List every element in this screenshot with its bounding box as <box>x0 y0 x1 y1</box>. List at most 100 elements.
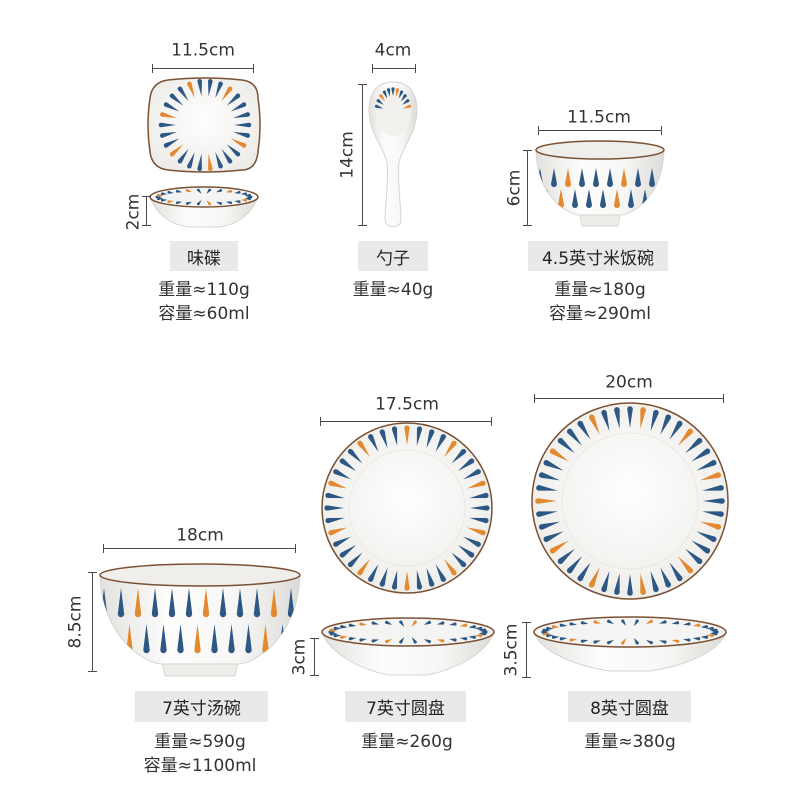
pattern-drop <box>474 634 483 638</box>
pattern-drop <box>444 440 457 458</box>
pattern-drop <box>682 622 691 626</box>
pattern-drop <box>546 633 554 638</box>
pattern-drop <box>329 628 338 632</box>
pattern-drop <box>240 198 247 202</box>
pattern-drop <box>706 626 714 631</box>
pattern-drop <box>577 420 591 440</box>
plate-8in-side-pattern <box>541 619 719 645</box>
pattern-drop <box>659 640 667 644</box>
pattern-drop <box>187 81 195 98</box>
pattern-drop <box>572 189 578 208</box>
pattern-drop <box>160 624 167 654</box>
pattern-drop <box>158 122 176 128</box>
plate-8in-name: 8英寸圆盘 <box>568 691 691 722</box>
pattern-drop <box>543 531 564 543</box>
pattern-drop <box>225 189 233 193</box>
pattern-drop <box>134 588 142 618</box>
pattern-drop <box>451 448 467 464</box>
pattern-drop <box>197 79 202 97</box>
sauce-dish-rim <box>149 186 259 208</box>
pattern-drop <box>234 200 241 204</box>
pattern-drop <box>117 588 125 618</box>
pattern-drop <box>614 573 620 595</box>
pattern-drop <box>340 635 348 639</box>
pattern-drop <box>416 426 423 446</box>
pattern-drop <box>253 588 261 618</box>
rice-bowl-side-view <box>535 140 665 227</box>
pattern-drop <box>621 637 627 645</box>
pattern-drop <box>333 634 342 638</box>
soup-bowl-width-label: 18cm <box>176 525 224 546</box>
pattern-drop <box>640 573 646 595</box>
pattern-drop <box>601 571 610 593</box>
soup-bowl-capacity: 容量≈1100ml <box>143 756 257 776</box>
pattern-drop <box>536 485 558 491</box>
pattern-drop <box>706 633 714 638</box>
pattern-drop <box>333 536 351 547</box>
pattern-drop <box>161 192 168 196</box>
pattern-drop <box>382 90 388 99</box>
pattern-drop <box>325 492 345 499</box>
pattern-drop <box>221 148 233 164</box>
pattern-drop <box>469 517 489 524</box>
pattern-drop <box>696 459 717 471</box>
pattern-drop <box>691 540 711 554</box>
sauce-dish-width-label: 11.5cm <box>171 40 235 61</box>
pattern-drop <box>423 639 431 644</box>
plate-7in-well <box>348 449 466 567</box>
pattern-drop <box>196 188 202 194</box>
pattern-drop <box>211 624 218 654</box>
soup-bowl-height-line <box>88 572 97 672</box>
pattern-drop <box>435 434 446 452</box>
pattern-drop <box>399 637 405 644</box>
pattern-drop <box>692 623 701 627</box>
spoon-weight: 重量≈40g <box>352 280 434 300</box>
pattern-drop <box>233 131 250 138</box>
pattern-drop <box>143 624 150 654</box>
pattern-drop <box>566 428 583 446</box>
pattern-drop <box>645 639 653 645</box>
pattern-drop <box>593 640 601 644</box>
pattern-drop <box>226 93 241 106</box>
pattern-drop <box>385 639 393 644</box>
sauce-dish-height-label: 2cm <box>123 193 144 231</box>
pattern-drop <box>391 570 398 590</box>
pattern-drop <box>635 168 641 187</box>
pattern-drop <box>240 192 247 196</box>
plate-8in-top-pattern <box>535 406 725 596</box>
pattern-drop <box>398 90 404 99</box>
rice-bowl-rim <box>535 140 665 160</box>
pattern-drop <box>463 536 481 547</box>
pattern-drop <box>228 624 235 654</box>
pattern-drop <box>399 620 405 627</box>
pattern-drop <box>357 558 370 576</box>
plate-8in-surface <box>531 402 729 600</box>
rice-bowl-pattern <box>537 168 662 208</box>
pattern-drop <box>614 189 620 208</box>
spoon-width-label: 4cm <box>374 40 412 61</box>
pattern-drop <box>168 588 176 618</box>
pattern-drop <box>187 152 195 169</box>
pattern-drop <box>400 94 407 102</box>
pattern-drop <box>435 564 446 582</box>
pattern-drop <box>559 623 568 627</box>
sauce-dish-name: 味碟 <box>170 241 238 271</box>
pattern-drop <box>588 414 600 435</box>
pattern-drop <box>167 200 174 204</box>
pattern-drop <box>169 144 184 157</box>
pattern-drop <box>671 621 680 625</box>
soup-bowl-rim <box>99 563 301 587</box>
plate-8in-weight: 重量≈380g <box>584 732 676 752</box>
pattern-drop <box>633 637 639 645</box>
pattern-drop <box>177 148 189 164</box>
pattern-drop <box>325 517 345 524</box>
pattern-drop <box>669 562 683 582</box>
sauce-dish-top-view <box>147 77 261 173</box>
pattern-drop <box>219 588 227 618</box>
pattern-drop <box>262 624 269 654</box>
plate-7in-side-pattern <box>328 620 488 644</box>
pattern-drop <box>685 548 703 565</box>
pattern-drop <box>459 623 468 627</box>
pattern-drop <box>640 407 646 429</box>
